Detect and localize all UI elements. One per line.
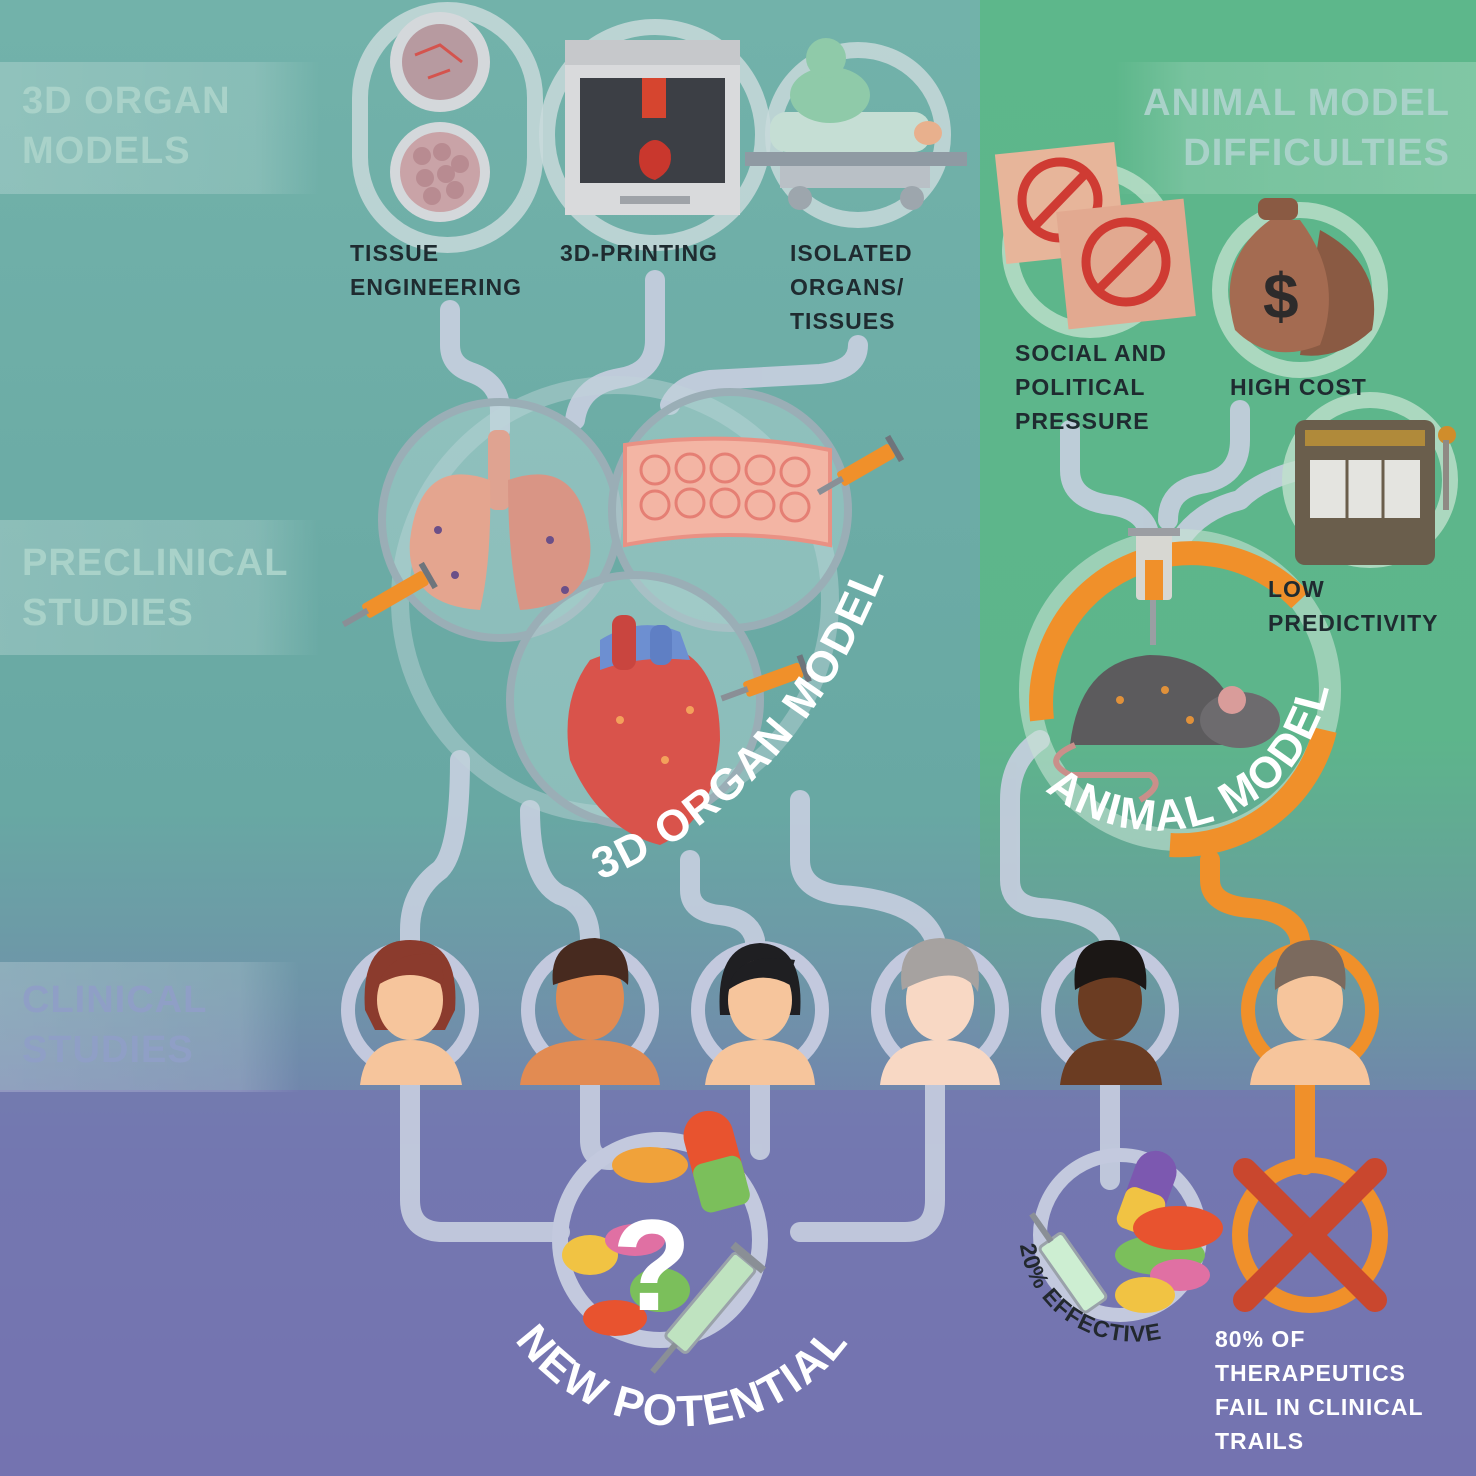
band-organ-models [0,62,320,194]
patient-avatar [705,943,815,1085]
animal-models-cluster [1019,529,1341,858]
label-3d-printing: 3D-PRINTING [560,240,718,266]
patient-avatar [880,938,1000,1085]
slot-machine-icon [1282,392,1458,568]
patient-avatar [360,940,462,1085]
patient-avatar [520,938,660,1085]
syringe-icon [341,434,905,702]
effective-illustration [1029,1148,1223,1322]
animal-fail-connector [1200,850,1315,1175]
band-label-organ-models: 3D ORGAN MODELS [22,80,231,172]
label-low-predictivity: LOW PREDICTIVITY [1268,576,1439,636]
isolated-organs-illustration [745,38,967,228]
fail-cross-icon [1232,1157,1388,1313]
patient-avatar [1060,940,1162,1085]
ban-icon [994,142,1196,338]
fail-note: 80% OF THERAPEUTICS FAIL IN CLINICAL TRA… [1215,1326,1424,1454]
label-social-pressure: SOCIAL AND POLITICAL PRESSURE [1015,340,1167,434]
3d-printing-illustration [539,19,771,251]
patient-avatar [1250,940,1370,1085]
band-label-clinical: CLINICAL STUDIES [22,979,208,1071]
tissue-engineering-illustration [352,2,543,253]
question-mark: ? [612,1192,691,1338]
dollar-sign: $ [1263,260,1299,332]
band-preclinical [0,520,320,655]
money-bag-icon: $ [1212,198,1388,378]
label-high-cost: HIGH COST [1230,374,1367,400]
label-isolated-organs: ISOLATED ORGANS/ TISSUES [790,240,913,334]
band-label-preclinical: PRECLINICAL STUDIES [22,542,289,634]
label-tissue-engineering: TISSUE ENGINEERING [350,240,523,300]
syringe-icon [1128,528,1180,645]
heart-icon [567,615,720,845]
mouse-icon [1053,655,1280,803]
tissue-sample-icon [623,436,832,548]
band-label-animal-difficulties: ANIMAL MODEL DIFFICULTIES [1143,82,1450,174]
new-potential-illustration: ? [552,1110,768,1374]
band-clinical [0,962,300,1092]
band-animal-difficulties [1115,62,1476,194]
